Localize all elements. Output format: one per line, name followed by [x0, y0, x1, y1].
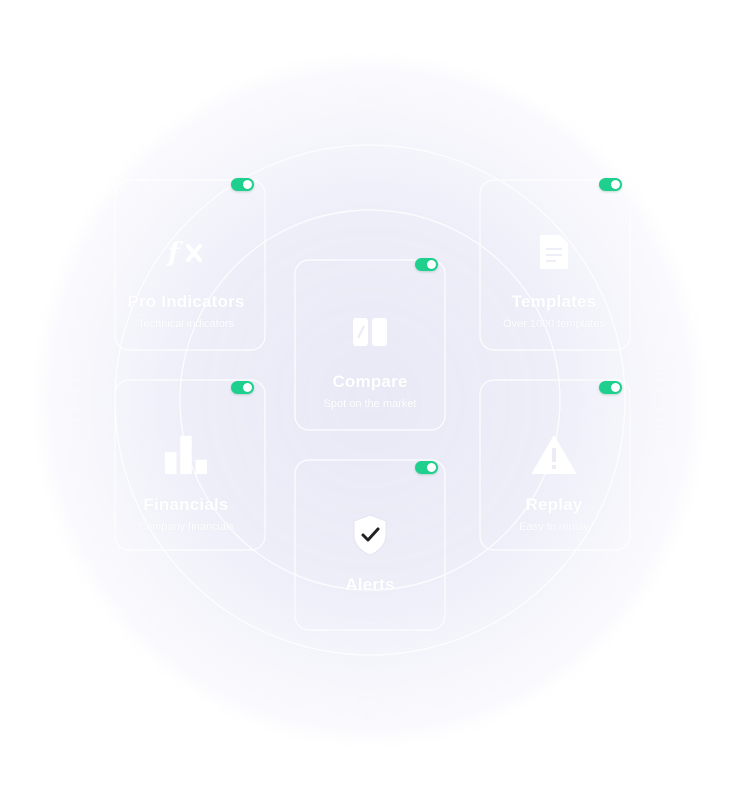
- feature-subtitle: Company financials: [138, 521, 234, 533]
- toggle-compare[interactable]: [415, 258, 438, 271]
- feature-title: Alerts: [345, 575, 395, 594]
- warning-icon: [532, 433, 576, 477]
- feature-card-compare[interactable]: Compare Spot on the market: [275, 276, 465, 446]
- document-icon: [532, 230, 576, 274]
- toggle-financials[interactable]: [231, 381, 254, 394]
- feature-card-pro-indicators[interactable]: ƒ Pro Indicators Technical indicators: [91, 196, 281, 366]
- bar-chart-icon: [164, 433, 208, 477]
- feature-title: Pro Indicators: [127, 292, 245, 311]
- feature-card-alerts[interactable]: Alerts: [275, 479, 465, 649]
- feature-subtitle: Spot on the market: [323, 398, 417, 410]
- feature-subtitle: Easy to replay: [519, 521, 589, 533]
- feature-subtitle: Over 1000 templates: [502, 318, 606, 330]
- feature-card-replay[interactable]: Replay Easy to replay: [459, 399, 649, 569]
- function-icon: ƒ: [164, 230, 208, 274]
- toggle-replay[interactable]: [599, 381, 622, 394]
- feature-subtitle: Technical indicators: [138, 318, 234, 330]
- compare-icon: [348, 310, 392, 354]
- svg-text:ƒ: ƒ: [166, 238, 183, 267]
- shield-check-icon: [348, 513, 392, 557]
- feature-title: Templates: [511, 292, 597, 311]
- toggle-alerts[interactable]: [415, 461, 438, 474]
- toggle-pro-indicators[interactable]: [231, 178, 254, 191]
- feature-title: Financials: [143, 495, 229, 514]
- feature-card-templates[interactable]: Templates Over 1000 templates: [459, 196, 649, 366]
- feature-title: Compare: [332, 372, 408, 391]
- toggle-templates[interactable]: [599, 178, 622, 191]
- feature-title: Replay: [525, 495, 583, 514]
- feature-card-financials[interactable]: Financials Company financials: [91, 399, 281, 569]
